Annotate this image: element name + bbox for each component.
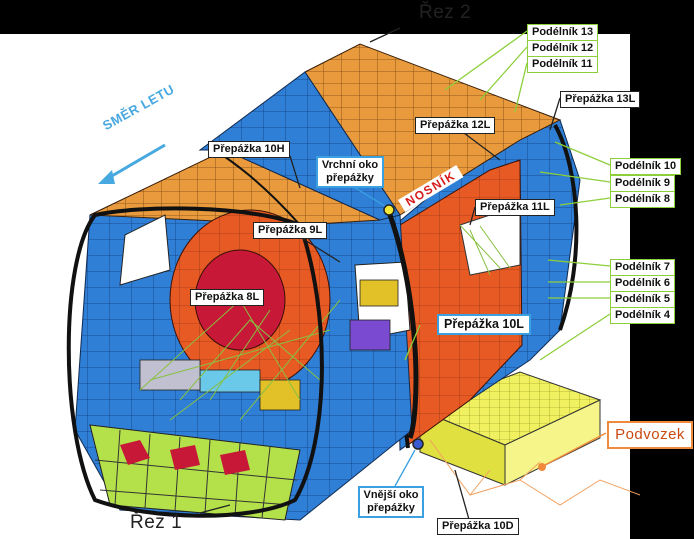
stringer-5-label: Podélník 5	[610, 291, 676, 308]
landing-gear-label: Podvozek	[607, 421, 693, 449]
cut-1-label: Řez 1	[130, 512, 183, 533]
gear-leader-dot	[538, 463, 546, 471]
stringer-4-label: Podélník 4	[610, 307, 676, 324]
upper-eye-leader	[351, 185, 386, 207]
frame-10d-label: Přepážka 10D	[437, 518, 519, 535]
axis-z-label: Z	[48, 524, 55, 536]
stringer-10-label: Podélník 10	[610, 158, 682, 175]
stringer-leaders	[404, 30, 611, 361]
frame-leaders	[199, 27, 561, 524]
frame-12l-label: Přepážka 12L	[415, 117, 496, 134]
direction-arrow-line	[104, 143, 166, 182]
frame-10h-label: Přepážka 10H	[208, 141, 290, 158]
front-section	[66, 71, 419, 521]
stringer-8-label: Podélník 8	[610, 191, 676, 208]
cut-2-label: Řez 2	[419, 2, 472, 23]
upper-eye-marker	[383, 204, 395, 216]
frame-8l-label: Přepážka 8L	[190, 289, 265, 306]
axis-y-label: Y	[16, 444, 24, 456]
frame-13l-label: Přepážka 13L	[560, 91, 641, 108]
direction-arrow-head	[98, 170, 115, 184]
frame-10l-label: Přepážka 10L	[437, 314, 531, 335]
stringer-13-label: Podélník 13	[527, 24, 599, 41]
outer-eye-label: Vnější oko přepážky	[358, 486, 424, 518]
stringer-6-label: Podélník 6	[610, 275, 676, 292]
outer-eye-leader	[394, 449, 416, 487]
upper-eye-label: Vrchní oko přepážky	[316, 156, 384, 188]
stringer-9-label: Podélník 9	[610, 175, 676, 192]
stringer-7-label: Podélník 7	[610, 259, 676, 276]
landing-gear-block	[418, 371, 641, 506]
axis-x-label: X	[50, 482, 58, 494]
outer-eye-marker	[412, 438, 424, 450]
axes-icon	[5, 446, 58, 523]
stringer-12-label: Podélník 12	[527, 40, 599, 57]
stringer-11-label: Podélník 11	[527, 56, 598, 73]
gear-leader	[544, 432, 607, 466]
frame-9l-label: Přepážka 9L	[253, 222, 328, 239]
frame-11l-label: Přepážka 11L	[475, 199, 555, 216]
